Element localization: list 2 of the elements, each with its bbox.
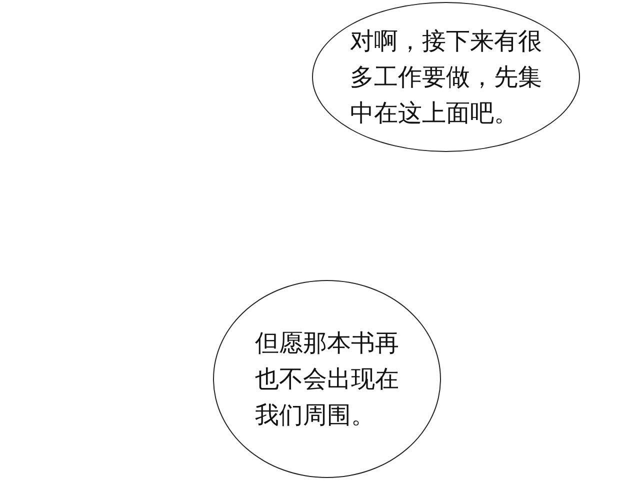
dialogue-text: 但愿那本书再也不会出现在我们周围。 [255,328,399,431]
dialogue-text: 对啊，接下来有很多工作要做，先集中在这上面吧。 [350,26,542,129]
